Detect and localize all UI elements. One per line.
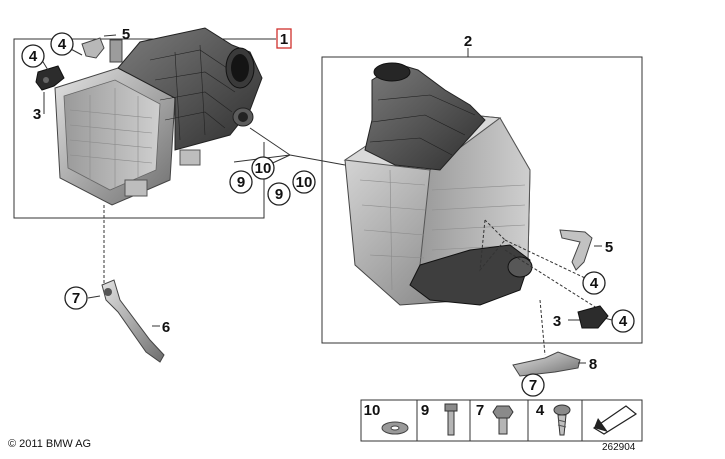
direction-arrow-icon [592,405,638,435]
callout-7: 7 [521,373,545,397]
callout-4: 4 [582,271,606,295]
callout-9-circle [229,170,253,194]
callout-7-label: 7 [72,290,80,307]
callout-5-label: 5 [122,26,130,43]
callout-2: 2 [464,33,472,50]
callout-4-circle [582,271,606,295]
bracket-right [559,229,593,271]
callout-7-label: 7 [529,377,537,394]
callout-4-circle [50,32,74,56]
callout-1-label: 1 [280,31,288,48]
callout-4-label: 4 [619,313,628,330]
callout-4: 4 [21,44,45,68]
bolt-icon [444,403,458,436]
callout-10-label: 10 [255,160,272,177]
fastener-legend [360,399,643,442]
callout-3: 3 [553,313,561,330]
sensor-left [35,65,65,91]
diagram-number: 262904 [602,442,636,453]
callout-9: 9 [229,170,253,194]
callout-7-circle [64,286,88,310]
callout-9-circle [267,182,291,206]
callout-5: 5 [605,239,613,256]
callout-10: 10 [292,170,316,194]
washer-icon [381,421,409,435]
callout-6-label: 6 [162,319,170,336]
hex-bolt-icon [492,405,514,435]
callout-4: 4 [50,32,74,56]
legend-label-10: 10 [364,402,381,419]
group-2-frame [321,48,643,344]
callout-4: 4 [611,309,635,333]
copyright-text: © 2011 BMW AG [8,438,92,450]
bracket-left [81,37,105,59]
callout-10-circle [292,170,316,194]
callout-4-circle [21,44,45,68]
callout-3-label: 3 [33,106,41,123]
callout-4-label: 4 [58,36,67,53]
callout-4-label: 4 [590,275,599,292]
screw-icon [553,404,571,436]
callout-7: 7 [64,286,88,310]
highlight-box [276,28,292,49]
legend-label-7: 7 [476,402,484,419]
callout-9: 9 [267,182,291,206]
bracket-8 [512,351,586,377]
callout-3: 3 [33,106,41,123]
callout-10-circle [251,156,275,180]
callout-1: 1 [280,31,288,48]
legend-label-4: 4 [536,402,545,419]
support-bracket-6 [101,279,165,363]
callout-10: 10 [251,156,275,180]
leader-lines-left [39,34,291,290]
callout-2-label: 2 [464,33,472,50]
callout-8-label: 8 [589,356,597,373]
intercooler-left [54,27,263,206]
callout-4-circle [611,309,635,333]
callout-7-circle [521,373,545,397]
legend-label-9: 9 [421,402,429,419]
callout-5: 5 [122,26,130,43]
callout-9-label: 9 [237,174,245,191]
callout-6: 6 [162,319,170,336]
callout-10-label: 10 [296,174,313,191]
sensor-right [577,305,609,329]
callout-5-label: 5 [605,239,613,256]
callout-9-label: 9 [275,186,283,203]
intercooler-right [343,62,533,306]
callout-3-label: 3 [553,313,561,330]
leader-lines-right [289,154,613,356]
callout-4-label: 4 [29,48,38,65]
callout-8: 8 [589,356,597,373]
